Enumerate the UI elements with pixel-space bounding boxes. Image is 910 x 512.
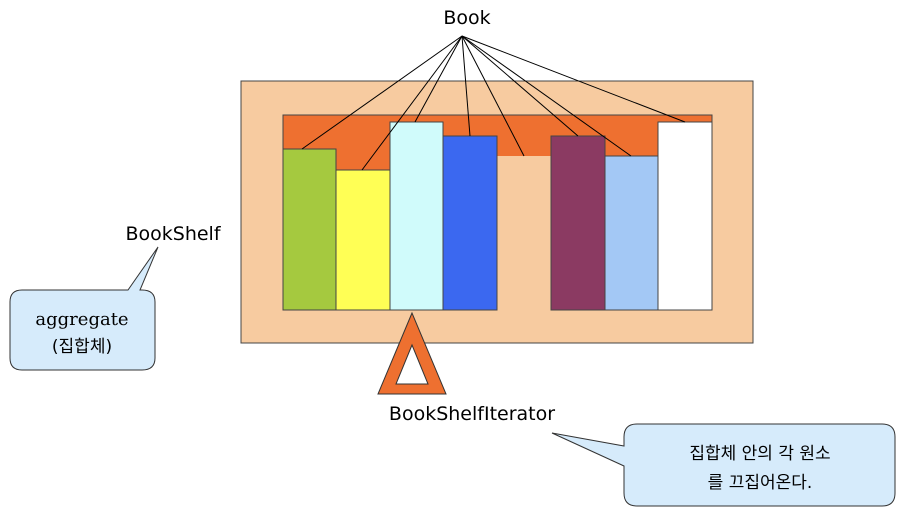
book-2 [335, 169, 391, 311]
iterator-desc-line2: 를 끄집어온다. [708, 473, 813, 493]
book-7 [604, 155, 659, 311]
iterator-desc-callout [551, 423, 896, 507]
aggregate-text-line1: aggregate [35, 309, 128, 330]
bookshelf-label: BookShelf [125, 223, 221, 245]
book-connector-lines [301, 35, 686, 171]
book-1 [282, 148, 337, 311]
book-4 [442, 135, 498, 311]
book-6 [550, 135, 606, 311]
iterator-label: BookShelfIterator [389, 403, 555, 425]
book-gap [497, 156, 551, 311]
book-8 [657, 121, 713, 311]
triangle-icon [377, 311, 447, 395]
book-label: Book [443, 7, 490, 29]
aggregate-text-line2: (집합체) [52, 337, 112, 357]
iterator-desc-line1: 집합체 안의 각 원소 [689, 444, 830, 464]
book-3 [389, 121, 444, 311]
aggregate-callout [9, 246, 159, 371]
